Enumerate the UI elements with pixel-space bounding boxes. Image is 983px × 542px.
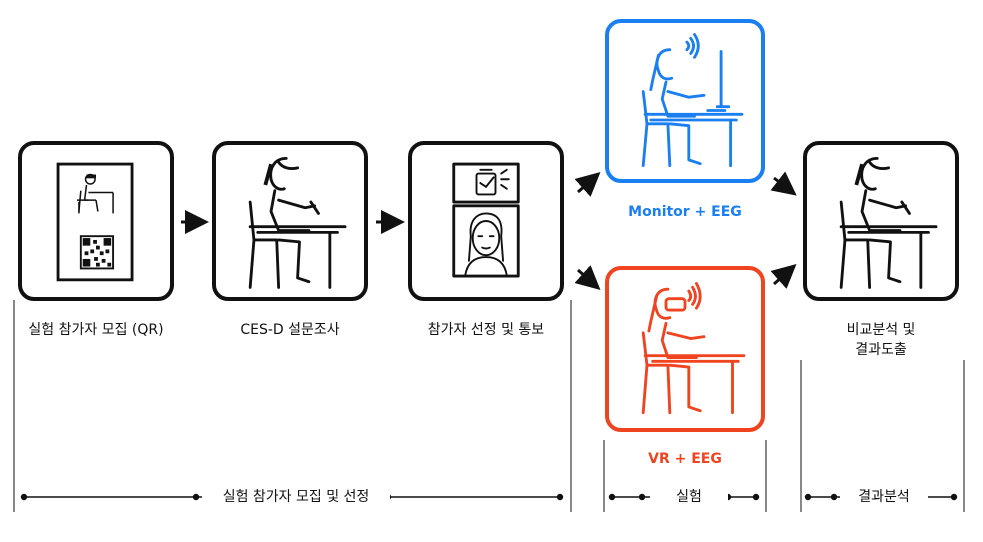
selection-notice-icon: [452, 162, 520, 278]
step-selection-label: 참가자 선정 및 통보: [427, 322, 545, 338]
arrow-selection-to-monitor: [574, 172, 601, 197]
step-analysis-box: [803, 141, 959, 301]
arrow-selection-to-vr: [574, 265, 601, 290]
monitor-eeg-icon: [641, 33, 744, 168]
vr-eeg-icon: [641, 282, 746, 415]
step-vr-eeg-box: [605, 266, 765, 432]
phase-label-analysis: 결과분석: [840, 488, 928, 506]
step-selection-box: [408, 141, 564, 301]
arrow-monitor-to-analysis: [770, 171, 797, 196]
step-recruit-label: 실험 참가자 모집 (QR): [28, 322, 164, 338]
step-recruit-box: [18, 141, 174, 301]
step-monitor-eeg-label: Monitor + EEG: [628, 204, 742, 220]
phase-label-experiment: 실험: [650, 488, 728, 506]
phase-label-recruit: 실험 참가자 모집 및 선정: [202, 488, 390, 506]
step-survey-label: CES-D 설문조사: [240, 322, 340, 338]
survey-writing-icon: [248, 156, 347, 289]
step-vr-eeg-label: VR + EEG: [648, 451, 722, 467]
step-monitor-eeg-box: [605, 19, 765, 183]
analysis-writing-icon: [839, 156, 938, 289]
step-analysis-label-line1: 비교분석 및: [846, 322, 916, 338]
recruit-qr-icon: [56, 162, 134, 282]
step-analysis-label-line2: 결과도출: [855, 342, 907, 358]
step-survey-box: [212, 141, 368, 301]
arrow-vr-to-analysis: [770, 264, 797, 289]
